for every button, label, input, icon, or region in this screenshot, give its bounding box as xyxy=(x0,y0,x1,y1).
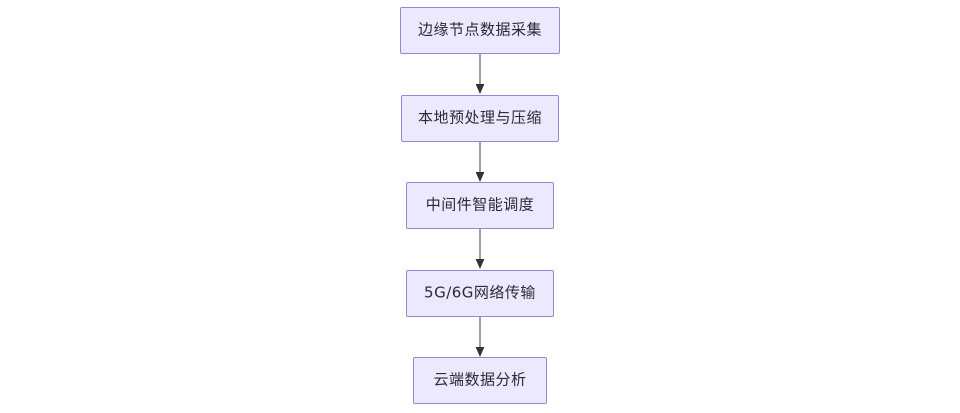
flow-edge-1-to-2 xyxy=(472,54,488,95)
arrow-down-icon xyxy=(475,142,485,182)
flow-node-cloud-data-analysis[interactable]: 云端数据分析 xyxy=(413,357,547,404)
flow-edge-3-to-4 xyxy=(472,229,488,270)
flow-edge-2-to-3 xyxy=(472,142,488,183)
flow-node-label: 边缘节点数据采集 xyxy=(417,20,542,39)
flow-node-edge-data-collection[interactable]: 边缘节点数据采集 xyxy=(400,7,560,54)
flow-node-middleware-scheduling[interactable]: 中间件智能调度 xyxy=(406,182,554,229)
arrow-down-icon xyxy=(475,54,485,94)
flow-edge-4-to-5 xyxy=(472,317,488,358)
flow-node-local-preprocess-compress[interactable]: 本地预处理与压缩 xyxy=(401,95,559,142)
flow-node-label: 云端数据分析 xyxy=(433,370,527,389)
flow-node-5g-6g-network-transmission[interactable]: 5G/6G网络传输 xyxy=(406,270,554,317)
arrow-down-icon xyxy=(475,229,485,269)
flow-node-label: 中间件智能调度 xyxy=(425,195,535,214)
arrow-down-icon xyxy=(475,317,485,357)
flow-node-label: 5G/6G网络传输 xyxy=(424,283,536,302)
flow-node-label: 本地预处理与压缩 xyxy=(417,108,542,127)
